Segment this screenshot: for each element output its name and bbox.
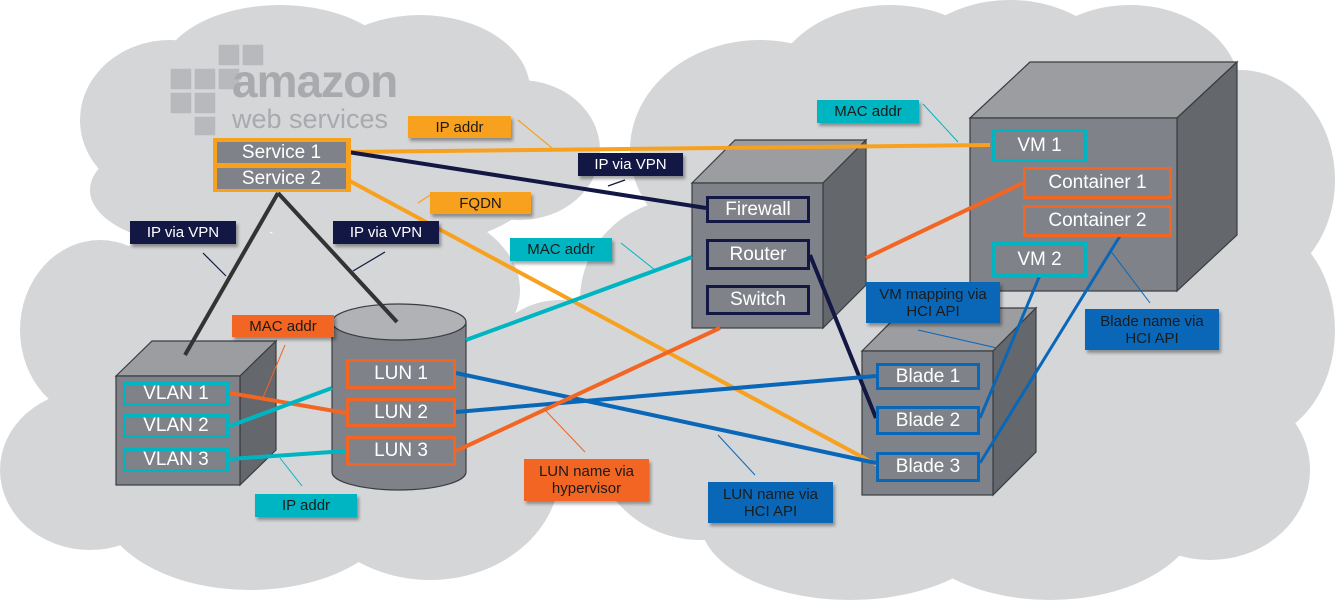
service-2[interactable]: Service 2 [217,168,346,189]
vlan-1-node[interactable]: VLAN 1 [123,382,229,406]
blade-3-node[interactable]: Blade 3 [876,452,980,482]
services-group: Service 1 Service 2 [213,138,351,192]
label-mac-addr-top: MAC addr [817,100,919,123]
blade-1-node[interactable]: Blade 1 [876,363,980,390]
vlan-3-node[interactable]: VLAN 3 [123,448,229,472]
label-ip-via-vpn-mid: IP via VPN [333,221,439,244]
service-1[interactable]: Service 1 [217,142,346,163]
aws-logo-web-services: web services [232,104,389,134]
label-fqdn: FQDN [430,192,531,214]
vlan-2-node[interactable]: VLAN 2 [123,414,229,438]
label-ip-via-vpn-left: IP via VPN [130,221,236,244]
label-ip-addr-top: IP addr [408,116,511,138]
label-vm-mapping-hci: VM mapping via HCI API [866,282,1000,323]
router-node[interactable]: Router [706,239,810,270]
container-1-node[interactable]: Container 1 [1023,167,1172,199]
aws-logo-amazon: amazon [232,55,398,107]
lun-2-node[interactable]: LUN 2 [346,398,456,427]
label-mac-addr-left: MAC addr [232,315,334,337]
vm-2-node[interactable]: VM 2 [992,242,1087,277]
label-blade-name-hci: Blade name via HCI API [1085,309,1219,350]
lun-1-node[interactable]: LUN 1 [346,359,456,389]
label-ip-addr-bottom: IP addr [255,494,357,517]
label-ip-via-vpn-center: IP via VPN [578,153,683,176]
connections [183,103,1151,487]
firewall-node[interactable]: Firewall [706,196,810,223]
switch-node[interactable]: Switch [706,285,810,315]
label-lun-name-hci: LUN name via HCI API [708,482,833,523]
blade-2-node[interactable]: Blade 2 [876,406,980,435]
label-lun-name-hypervisor: LUN name via hypervisor [524,459,649,501]
label-mac-addr-center: MAC addr [510,238,612,261]
vm-1-node[interactable]: VM 1 [992,129,1087,162]
lun-3-node[interactable]: LUN 3 [346,436,456,466]
container-2-node[interactable]: Container 2 [1023,205,1172,237]
